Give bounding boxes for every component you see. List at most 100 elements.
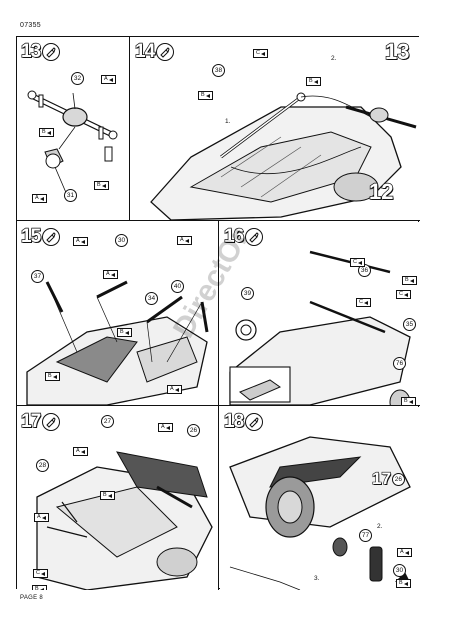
arrow-label: 1. — [225, 118, 231, 125]
glue-tube-icon — [245, 413, 264, 431]
panel-step-13: 13 32 31 A B A B — [17, 37, 129, 220]
panel-step-17: 17 27 28 26 A A A B B C C — [17, 407, 218, 590]
callout-part: 76 — [393, 357, 406, 370]
page-footer: PAGE 8 — [20, 595, 44, 601]
triangle-pointer-icon — [260, 51, 265, 56]
tag-label: B — [100, 491, 115, 500]
tag-label: B — [117, 328, 132, 337]
callout-part: 31 — [64, 189, 77, 202]
panel-step-15: 15 30 37 34 40 A A A B B A — [17, 222, 218, 405]
triangle-pointer-icon — [101, 183, 106, 188]
callout-part: 37 — [31, 270, 44, 283]
triangle-pointer-icon — [80, 449, 85, 454]
chassis-driveshaft-illustration — [150, 92, 417, 220]
tag-label: C — [350, 258, 365, 267]
step-14-header: 14 — [134, 40, 175, 63]
glue-tube-icon — [42, 413, 61, 431]
tag-label: C — [33, 569, 48, 578]
tag-label: A — [167, 385, 182, 394]
triangle-pointer-icon — [46, 130, 51, 135]
wheel-hub-shock-illustration — [229, 436, 411, 590]
triangle-pointer-icon — [404, 550, 409, 555]
tag-label: A — [101, 75, 116, 84]
tag-label: A — [397, 548, 412, 557]
tag-label: B — [306, 77, 321, 86]
triangle-pointer-icon — [52, 374, 57, 379]
callout-part: 40 — [171, 280, 184, 293]
triangle-pointer-icon — [363, 300, 368, 305]
divider-vertical-top — [129, 37, 131, 220]
arrow-label: 3. — [314, 575, 320, 582]
triangle-pointer-icon — [110, 272, 115, 277]
triangle-pointer-icon — [41, 515, 46, 520]
tag-label: C — [356, 298, 371, 307]
step-13-header: 13 — [20, 40, 61, 63]
triangle-pointer-icon — [174, 387, 179, 392]
panel-step-14: 14 38 C B B 1. 2. 13 12 — [131, 37, 420, 220]
callout-part: 38 — [212, 64, 225, 77]
triangle-pointer-icon — [40, 571, 45, 576]
callout-part: 30 — [393, 564, 406, 577]
step-ref-13: 13 — [384, 38, 410, 64]
callout-part: 39 — [241, 287, 254, 300]
step-16-header: 16 — [223, 225, 264, 248]
step-ref-12: 12 — [368, 178, 394, 204]
callout-part: 30 — [115, 234, 128, 247]
tag-label: B — [396, 579, 411, 588]
arrow-label: 2. — [377, 523, 383, 530]
step-number: 18 — [223, 410, 245, 432]
triangle-pointer-icon — [165, 425, 170, 430]
tag-label: A — [177, 236, 192, 245]
step-number: 15 — [20, 225, 42, 247]
triangle-pointer-icon — [39, 196, 44, 201]
triangle-pointer-icon — [409, 278, 414, 283]
triangle-pointer-icon — [403, 581, 408, 586]
tag-label: B — [94, 181, 109, 190]
triangle-pointer-icon — [408, 399, 413, 404]
callout-part: 77 — [359, 529, 372, 542]
triangle-pointer-icon — [124, 330, 129, 335]
triangle-pointer-icon — [39, 587, 44, 590]
triangle-pointer-icon — [205, 93, 210, 98]
tag-label: B — [198, 91, 213, 100]
tag-label: B — [402, 276, 417, 285]
step-15-header: 15 — [20, 225, 61, 248]
tag-label: A — [73, 237, 88, 246]
front-subframe-illustration — [36, 451, 213, 590]
tag-label: B — [32, 585, 47, 590]
triangle-pointer-icon — [313, 79, 318, 84]
tag-label: A — [103, 270, 118, 279]
arrow-label: 2. — [331, 55, 337, 62]
step-number: 17 — [20, 410, 42, 432]
step-number: 13 — [20, 40, 42, 62]
step-number: 14 — [134, 40, 156, 62]
callout-part: 34 — [145, 292, 158, 305]
step-ref-17-top: 17 26 — [371, 468, 405, 489]
callout-part: 35 — [403, 318, 416, 331]
triangle-pointer-icon — [107, 493, 112, 498]
tag-label: B — [401, 397, 416, 405]
tag-label: A — [158, 423, 173, 432]
triangle-pointer-icon — [80, 239, 85, 244]
instruction-frame: 13 32 31 A B A B 14 — [16, 36, 420, 590]
step-18-header: 18 — [223, 410, 264, 433]
step-17-header: 17 — [20, 410, 61, 433]
callout-part: 27 — [101, 415, 114, 428]
callout-part: 28 — [36, 459, 49, 472]
divider-vertical-mid — [218, 220, 220, 590]
tag-label: A — [73, 447, 88, 456]
tag-label: A — [32, 194, 47, 203]
step-number: 16 — [223, 225, 245, 247]
rear-suspension-illustration — [26, 280, 209, 405]
tag-label: A — [34, 513, 49, 522]
glue-tube-icon — [42, 228, 61, 246]
document-code: 07355 — [20, 22, 41, 29]
callout-part: 32 — [71, 72, 84, 85]
glue-tube-icon — [42, 43, 61, 61]
callout-part: 26 — [187, 424, 200, 437]
tag-label: B — [39, 128, 54, 137]
triangle-pointer-icon — [108, 77, 113, 82]
triangle-pointer-icon — [184, 238, 189, 243]
glue-tube-icon — [156, 43, 175, 61]
tag-label: C — [253, 49, 268, 58]
